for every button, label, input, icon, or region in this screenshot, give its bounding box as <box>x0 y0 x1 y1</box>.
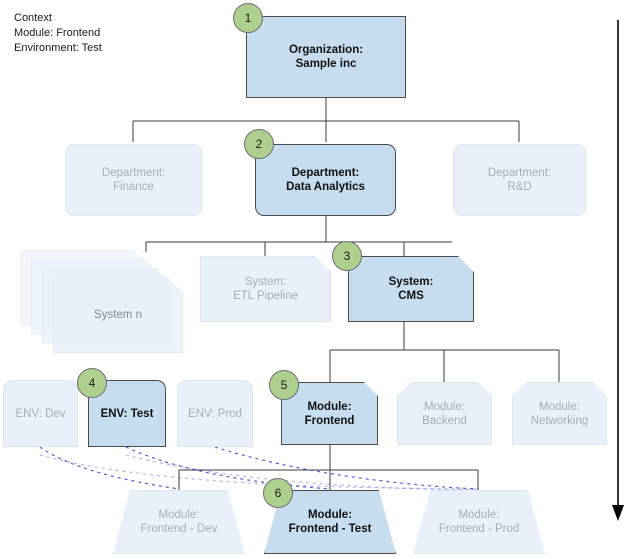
node-module-frontend-prod-label: Module: Frontend - Prod <box>438 509 520 535</box>
edge-env-test-to-frontend-test <box>125 446 331 490</box>
stack-card-4: System n <box>53 277 183 353</box>
node-department-rnd[interactable]: Department: R&D <box>453 144 586 216</box>
node-department-finance-label: Department: Finance <box>101 167 166 193</box>
node-env-dev[interactable]: ENV: Dev <box>3 380 78 447</box>
node-department-rnd-label: Department: R&D <box>487 167 552 193</box>
edge-env-dev-alt <box>39 454 479 490</box>
context-legend: Context Module: Frontend Environment: Te… <box>14 12 102 54</box>
badge-step-2[interactable]: 2 <box>244 129 274 159</box>
node-env-dev-label: ENV: Dev <box>15 407 66 420</box>
node-env-prod[interactable]: ENV: Prod <box>177 380 253 447</box>
badge-step-5[interactable]: 5 <box>269 370 299 400</box>
node-module-backend-label: Module: Backend <box>422 400 467 427</box>
node-module-frontend-dev-label: Module: Frontend - Dev <box>140 509 218 535</box>
node-module-frontend[interactable]: Module: Frontend <box>281 382 378 445</box>
node-system-cms[interactable]: System: CMS <box>348 256 474 322</box>
node-module-frontend-label: Module: Frontend <box>304 400 355 427</box>
node-env-test-label: ENV: Test <box>100 407 154 420</box>
node-department-finance[interactable]: Department: Finance <box>65 144 202 216</box>
node-system-etl-pipeline-label: System: ETL Pipeline <box>233 276 298 302</box>
node-system-stack[interactable]: System A System A System A System n <box>20 250 185 355</box>
node-department-data-analytics[interactable]: Department: Data Analytics <box>255 144 396 216</box>
drill-down-arrow <box>612 20 624 521</box>
node-env-prod-label: ENV: Prod <box>188 407 242 420</box>
stack-card-4-label: System n <box>94 309 142 321</box>
badge-step-6[interactable]: 6 <box>263 478 293 508</box>
node-organization[interactable]: Organization: Sample inc <box>246 16 406 98</box>
node-system-etl-pipeline[interactable]: System: ETL Pipeline <box>200 256 331 322</box>
badge-step-4[interactable]: 4 <box>77 368 107 398</box>
node-module-networking[interactable]: Module: Networking <box>512 382 607 445</box>
node-system-cms-label: System: CMS <box>388 276 434 302</box>
node-module-frontend-test-label: Module: Frontend - Test <box>288 509 372 535</box>
badge-step-1[interactable]: 1 <box>233 3 263 33</box>
node-module-networking-label: Module: Networking <box>530 400 589 427</box>
badge-step-3[interactable]: 3 <box>332 241 362 271</box>
edge-env-prod-to-frontend-prod <box>214 446 479 490</box>
node-department-data-analytics-label: Department: Data Analytics <box>286 167 365 193</box>
edge-env-dev-to-frontend-dev <box>39 446 180 490</box>
node-module-frontend-prod[interactable]: Module: Frontend - Prod <box>413 490 545 554</box>
node-organization-label: Organization: Sample inc <box>288 44 364 70</box>
node-module-backend[interactable]: Module: Backend <box>397 382 492 445</box>
node-module-frontend-dev[interactable]: Module: Frontend - Dev <box>113 490 245 554</box>
edge-env-test-alt <box>125 454 479 491</box>
